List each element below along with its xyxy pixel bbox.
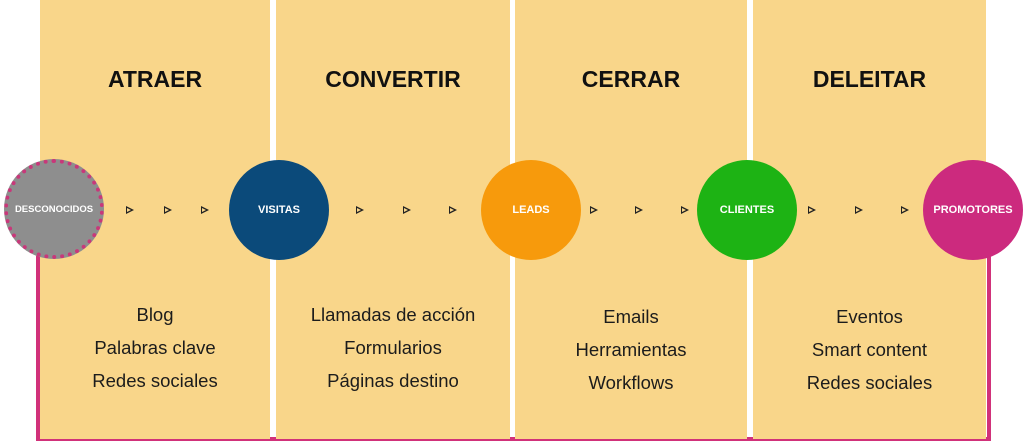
frame-bottom-line [36, 437, 991, 441]
node-desconocidos: DESCONOCIDOS [4, 159, 104, 259]
stage-item: Páginas destino [327, 370, 459, 391]
node-label: LEADS [512, 204, 550, 216]
stage-item: Palabras clave [94, 337, 216, 358]
arrow-right-icon [590, 206, 598, 214]
arrow-right-icon [356, 206, 364, 214]
arrow-right-icon [808, 206, 816, 214]
arrow-right-icon [681, 206, 689, 214]
stage-title: CERRAR [581, 66, 681, 92]
arrow-right-icon [126, 206, 134, 214]
stage-item: Formularios [344, 337, 442, 358]
frame-right-line [987, 210, 991, 441]
stage-item: Emails [603, 306, 659, 327]
node-promotores: PROMOTORES [923, 160, 1023, 260]
stage-title: CONVERTIR [325, 66, 461, 92]
arrow-right-icon [855, 206, 863, 214]
stage-title: ATRAER [107, 66, 203, 92]
arrow-right-icon [201, 206, 209, 214]
stage-item: Redes sociales [92, 370, 218, 391]
node-visitas: VISITAS [229, 160, 329, 260]
node-clientes: CLIENTES [697, 160, 797, 260]
node-label: PROMOTORES [933, 204, 1013, 216]
stage-items: Eventos Smart content Redes sociales [753, 300, 986, 399]
stage-items: Llamadas de acción Formularios Páginas d… [276, 298, 510, 397]
arrow-right-icon [635, 206, 643, 214]
node-label: DESCONOCIDOS [14, 203, 94, 215]
stage-item: Llamadas de acción [310, 304, 476, 325]
stage-items: Blog Palabras clave Redes sociales [40, 298, 270, 397]
node-leads: LEADS [481, 160, 581, 260]
arrow-right-icon [449, 206, 457, 214]
node-label: CLIENTES [719, 204, 775, 216]
stage-item: Workflows [588, 372, 674, 393]
stage-items: Emails Herramientas Workflows [515, 300, 747, 399]
stage-item: Eventos [836, 306, 903, 327]
stage-item: Blog [136, 304, 174, 325]
arrow-right-icon [901, 206, 909, 214]
stage-item: Redes sociales [806, 372, 933, 393]
arrow-right-icon [403, 206, 411, 214]
stage-item: Herramientas [575, 339, 687, 360]
stage-title: DELEITAR [812, 66, 927, 92]
frame-left-line [36, 210, 40, 441]
arrow-right-icon [164, 206, 172, 214]
node-label: VISITAS [258, 204, 300, 216]
stage-item: Smart content [811, 339, 928, 360]
